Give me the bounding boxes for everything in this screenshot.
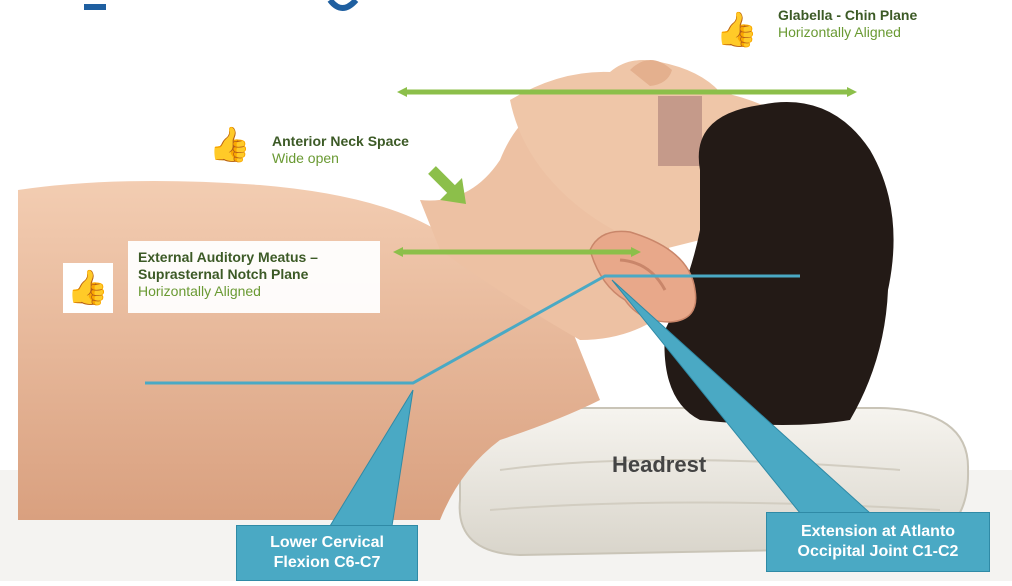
thumbs-up-icon: 👍 (204, 120, 256, 170)
cervical-callout-line1: Lower Cervical (237, 533, 417, 553)
eam-subtext: Horizontally Aligned (138, 283, 370, 300)
eam-heading-line1: External Auditory Meatus – (138, 249, 370, 266)
atlanto-callout-line2: Occipital Joint C1-C2 (767, 542, 989, 562)
privacy-block (658, 96, 702, 166)
cervical-flexion-callout: Lower Cervical Flexion C6-C7 (236, 525, 418, 581)
neck-heading: Anterior Neck Space (272, 133, 409, 150)
neck-subtext: Wide open (272, 150, 409, 167)
glabella-heading: Glabella - Chin Plane (778, 7, 917, 24)
cervical-callout-line2: Flexion C6-C7 (237, 553, 417, 573)
eam-annotation: External Auditory Meatus – Suprasternal … (128, 241, 380, 313)
glabella-annotation: Glabella - Chin Plane Horizontally Align… (778, 7, 917, 41)
neck-space-arrow (432, 170, 466, 204)
atlanto-extension-callout: Extension at Atlanto Occipital Joint C1-… (766, 512, 990, 572)
atlanto-callout-line1: Extension at Atlanto (767, 522, 989, 542)
neck-annotation: Anterior Neck Space Wide open (272, 133, 409, 167)
thumbs-up-icon: 👍 (712, 8, 762, 52)
title-fragment (84, 0, 356, 10)
glabella-subtext: Horizontally Aligned (778, 24, 917, 41)
eam-heading-line2: Suprasternal Notch Plane (138, 266, 370, 283)
thumbs-up-icon: 👍 (63, 263, 113, 313)
headrest-label: Headrest (612, 452, 706, 478)
